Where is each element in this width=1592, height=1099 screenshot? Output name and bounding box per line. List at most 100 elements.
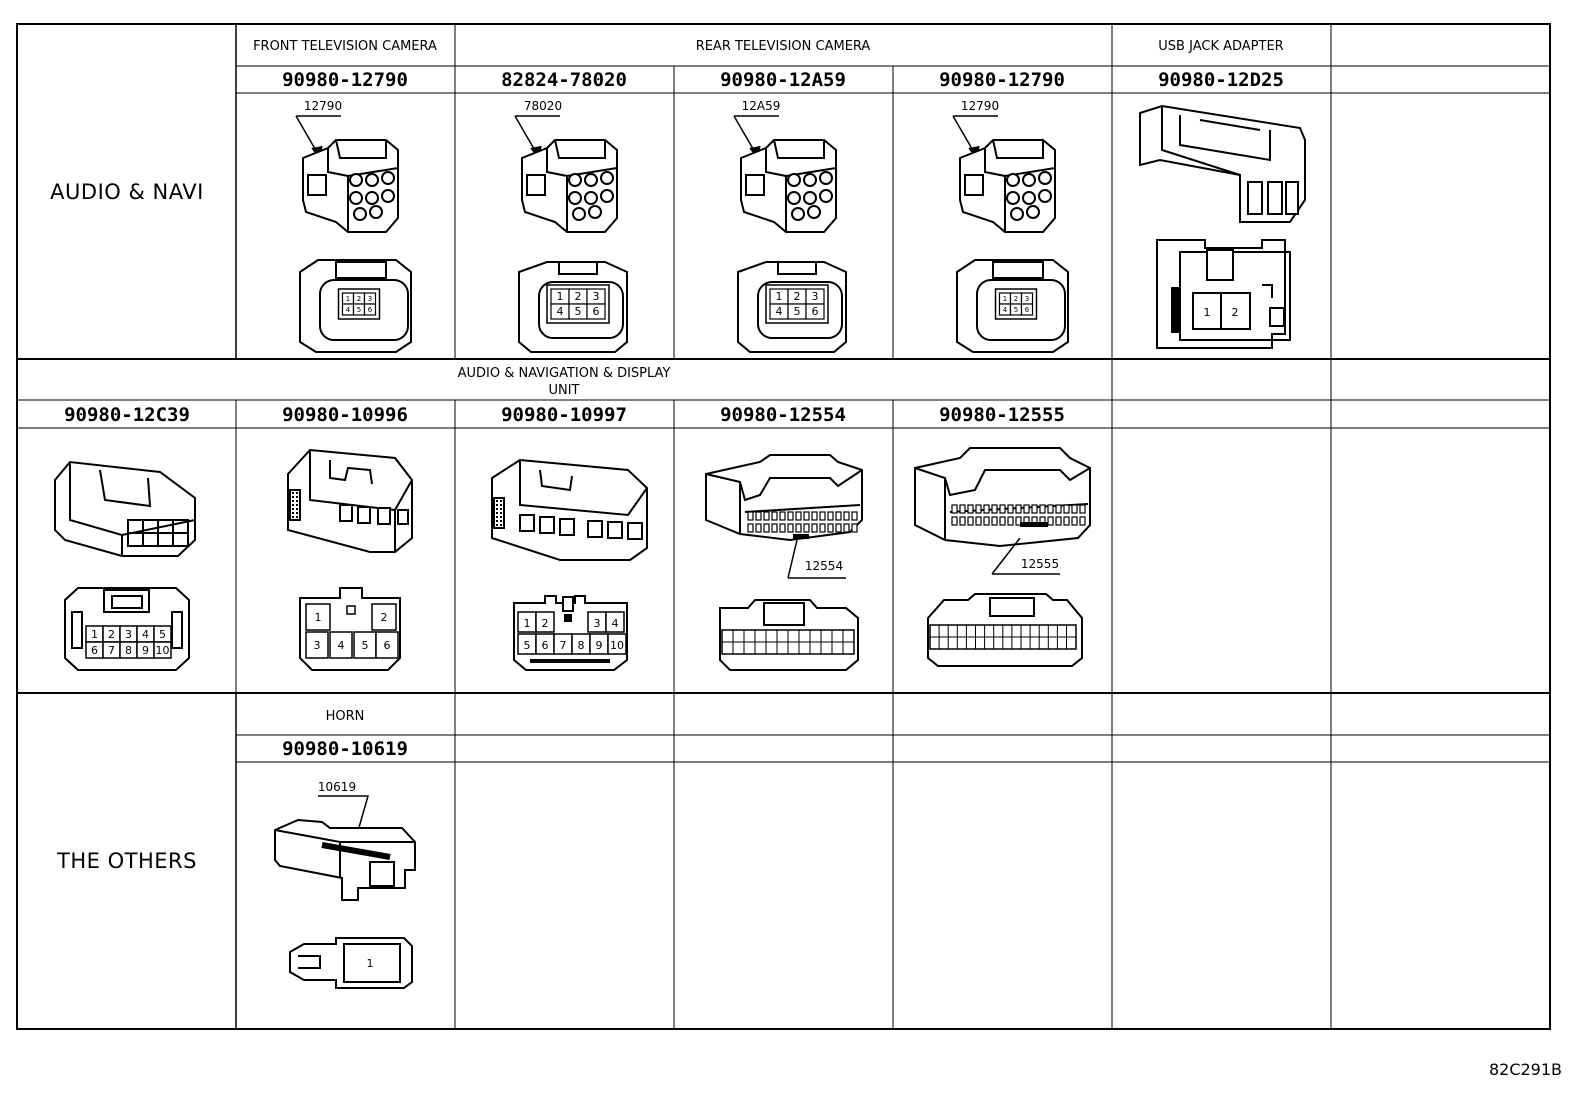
- connector-10997-face-icon: [513, 595, 628, 671]
- horn-pin-1: 1: [367, 957, 374, 970]
- callout-label-12555: 12555: [1021, 557, 1059, 571]
- 12554-tooth: [811, 523, 818, 533]
- 12555-tooth: [1055, 516, 1062, 526]
- camera-3-pin-2: 2: [794, 290, 801, 303]
- section-label-others: THE OTHERS: [56, 849, 197, 873]
- camera-4-pin-6: 6: [1025, 306, 1030, 314]
- 12555-tooth: [983, 504, 990, 514]
- 12c39-pin-5: 5: [159, 628, 166, 641]
- 12c39-pin-7: 7: [108, 644, 115, 657]
- camera-2-pin-5: 5: [575, 305, 582, 318]
- 10996-pin-3: 3: [314, 639, 321, 652]
- 12554-tooth: [747, 523, 754, 533]
- 12c39-pin-10: 10: [156, 644, 170, 657]
- usb-pin-2: 2: [1232, 306, 1239, 319]
- callout-label-camera-3: 12A59: [742, 99, 781, 113]
- 10997-pin-9: 9: [596, 639, 603, 652]
- camera-1-pin-2: 2: [357, 295, 361, 303]
- camera-2-pin-4: 4: [557, 305, 564, 318]
- 10997-pin-3: 3: [594, 617, 601, 630]
- camera-3-pin-1: 1: [776, 290, 783, 303]
- 12555-tooth: [1015, 516, 1022, 526]
- 12555-tooth: [1047, 516, 1054, 526]
- 12555-tooth: [967, 504, 974, 514]
- 12555-tooth: [951, 516, 958, 526]
- 12554-tooth: [779, 523, 786, 533]
- 12c39-pin-2: 2: [108, 628, 115, 641]
- part-number-10996: 90980-10996: [282, 404, 408, 426]
- camera-3-pin-5: 5: [794, 305, 801, 318]
- 12554-tooth: [827, 523, 834, 533]
- 12555-tooth: [951, 504, 958, 514]
- connector-10996-3d-icon: [287, 448, 413, 553]
- part-number-12c39: 90980-12C39: [64, 404, 190, 426]
- 10997-pin-6: 6: [542, 639, 549, 652]
- 12554-tooth: [851, 523, 858, 533]
- connector-12554-face-pins: [721, 534, 855, 655]
- camera-2-pin-2: 2: [575, 290, 582, 303]
- category-horn: HORN: [326, 709, 365, 724]
- 12554-tooth: [795, 523, 802, 533]
- 12c39-pin-9: 9: [142, 644, 149, 657]
- 12555-tooth: [1055, 504, 1062, 514]
- camera-2-pin-3: 3: [593, 290, 600, 303]
- 12554-tooth: [827, 511, 834, 521]
- connector-10997-3d-icon: [491, 458, 648, 561]
- part-number-rear-camera-3: 90980-12790: [939, 69, 1065, 91]
- 12555-tooth: [1079, 516, 1086, 526]
- 12555-tooth: [1007, 516, 1014, 526]
- 12555-tooth: [1071, 504, 1078, 514]
- 10997-pin-1: 1: [524, 617, 531, 630]
- 12555-tooth: [991, 504, 998, 514]
- 12555-tooth: [959, 504, 966, 514]
- part-number-horn: 90980-10619: [282, 738, 408, 760]
- 12554-tooth: [755, 511, 762, 521]
- 12555-tooth: [999, 504, 1006, 514]
- 10997-pin-10: 10: [610, 639, 624, 652]
- camera-4-pin-1: 1: [1003, 295, 1007, 303]
- 12555-tooth: [991, 516, 998, 526]
- usb-connector-3d-icon: [1139, 104, 1306, 223]
- category-rear-camera: REAR TELEVISION CAMERA: [696, 39, 871, 54]
- 12554-tooth: [763, 523, 770, 533]
- camera-4-pin-4: 4: [1003, 306, 1008, 314]
- callout-label-camera-2: 78020: [524, 99, 562, 113]
- camera-4-pin-2: 2: [1014, 295, 1018, 303]
- camera-1-pin-4: 4: [346, 306, 351, 314]
- 12555-tooth: [1063, 516, 1070, 526]
- camera-2-pin-1: 1: [557, 290, 564, 303]
- 12555-tooth: [975, 516, 982, 526]
- callout-leader-12555: [991, 537, 1060, 575]
- camera-4-pin-5: 5: [1014, 306, 1018, 314]
- 12554-tooth: [787, 511, 794, 521]
- camera-connector-3d-icon-3: [740, 139, 837, 233]
- 12554-tooth: [779, 511, 786, 521]
- 12554-tooth: [763, 511, 770, 521]
- 12554-tooth: [771, 523, 778, 533]
- 12555-tooth: [1079, 504, 1086, 514]
- camera-connector-3d-icon-4: [959, 139, 1056, 233]
- connector-12555-face-pins: [929, 522, 1077, 650]
- category-display-unit-line2: UNIT: [548, 383, 579, 398]
- usb-connector-face-icon: [1156, 239, 1291, 349]
- 10996-pin-2: 2: [381, 611, 388, 624]
- callout-label-12554: 12554: [805, 559, 843, 573]
- 10996-pin-5: 5: [362, 639, 369, 652]
- 12555-tooth: [959, 516, 966, 526]
- category-usb-jack-adapter: USB JACK ADAPTER: [1158, 39, 1283, 54]
- 10996-pin-6: 6: [384, 639, 391, 652]
- part-number-10997: 90980-10997: [501, 404, 627, 426]
- callout-label-camera-4: 12790: [961, 99, 999, 113]
- 12554-tooth: [835, 511, 842, 521]
- camera-connector-3d-icon-1: [302, 139, 399, 233]
- 12555-tooth: [967, 516, 974, 526]
- grid-lines: [16, 23, 1551, 1030]
- 12555-tooth: [975, 504, 982, 514]
- 12554-tooth: [803, 523, 810, 533]
